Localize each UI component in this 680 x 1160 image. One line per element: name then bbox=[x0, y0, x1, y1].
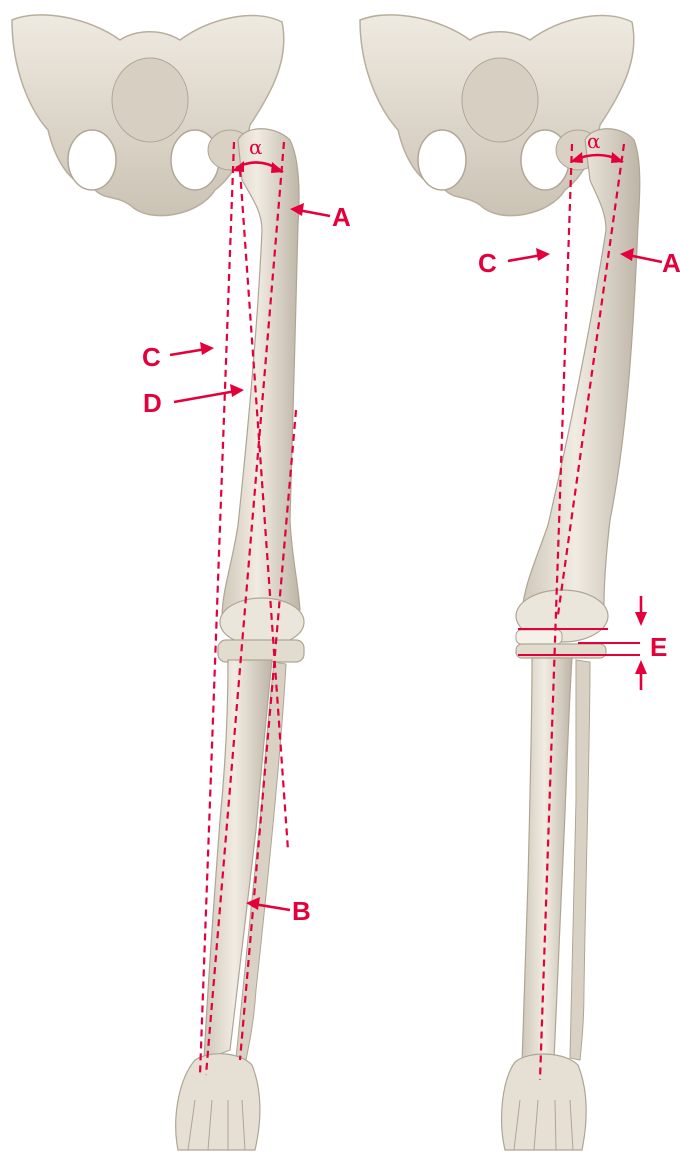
left-arrowhead-d bbox=[230, 384, 244, 397]
left-label-d: D bbox=[143, 388, 162, 418]
right-arrowhead-c bbox=[536, 248, 550, 261]
right-fibula bbox=[570, 660, 590, 1060]
right-foot bbox=[502, 1054, 587, 1150]
right-arrowhead-e-bottom bbox=[635, 660, 647, 674]
left-arrow-c bbox=[170, 349, 206, 355]
left-skeleton bbox=[12, 15, 304, 1150]
left-label-b: B bbox=[292, 896, 311, 926]
left-pelvis bbox=[12, 15, 284, 216]
right-tibia bbox=[522, 658, 572, 1064]
right-arrowhead-e-top bbox=[635, 612, 647, 626]
right-alpha-label: α bbox=[587, 129, 601, 153]
right-label-a: A bbox=[662, 248, 680, 278]
left-foot bbox=[176, 1054, 260, 1150]
left-label-a: A bbox=[332, 202, 351, 232]
left-arrow-d bbox=[174, 391, 236, 402]
right-skeleton bbox=[360, 15, 640, 1150]
left-femur bbox=[222, 129, 300, 618]
right-label-e: E bbox=[650, 632, 667, 662]
left-label-c: C bbox=[142, 342, 161, 372]
right-knee bbox=[516, 590, 608, 658]
left-arrowhead-c bbox=[200, 342, 214, 355]
left-knee bbox=[218, 598, 304, 662]
right-arrow-c bbox=[508, 255, 542, 261]
left-alpha-label: α bbox=[249, 135, 263, 159]
left-arrow-a bbox=[298, 210, 330, 216]
right-label-c: C bbox=[478, 248, 497, 278]
